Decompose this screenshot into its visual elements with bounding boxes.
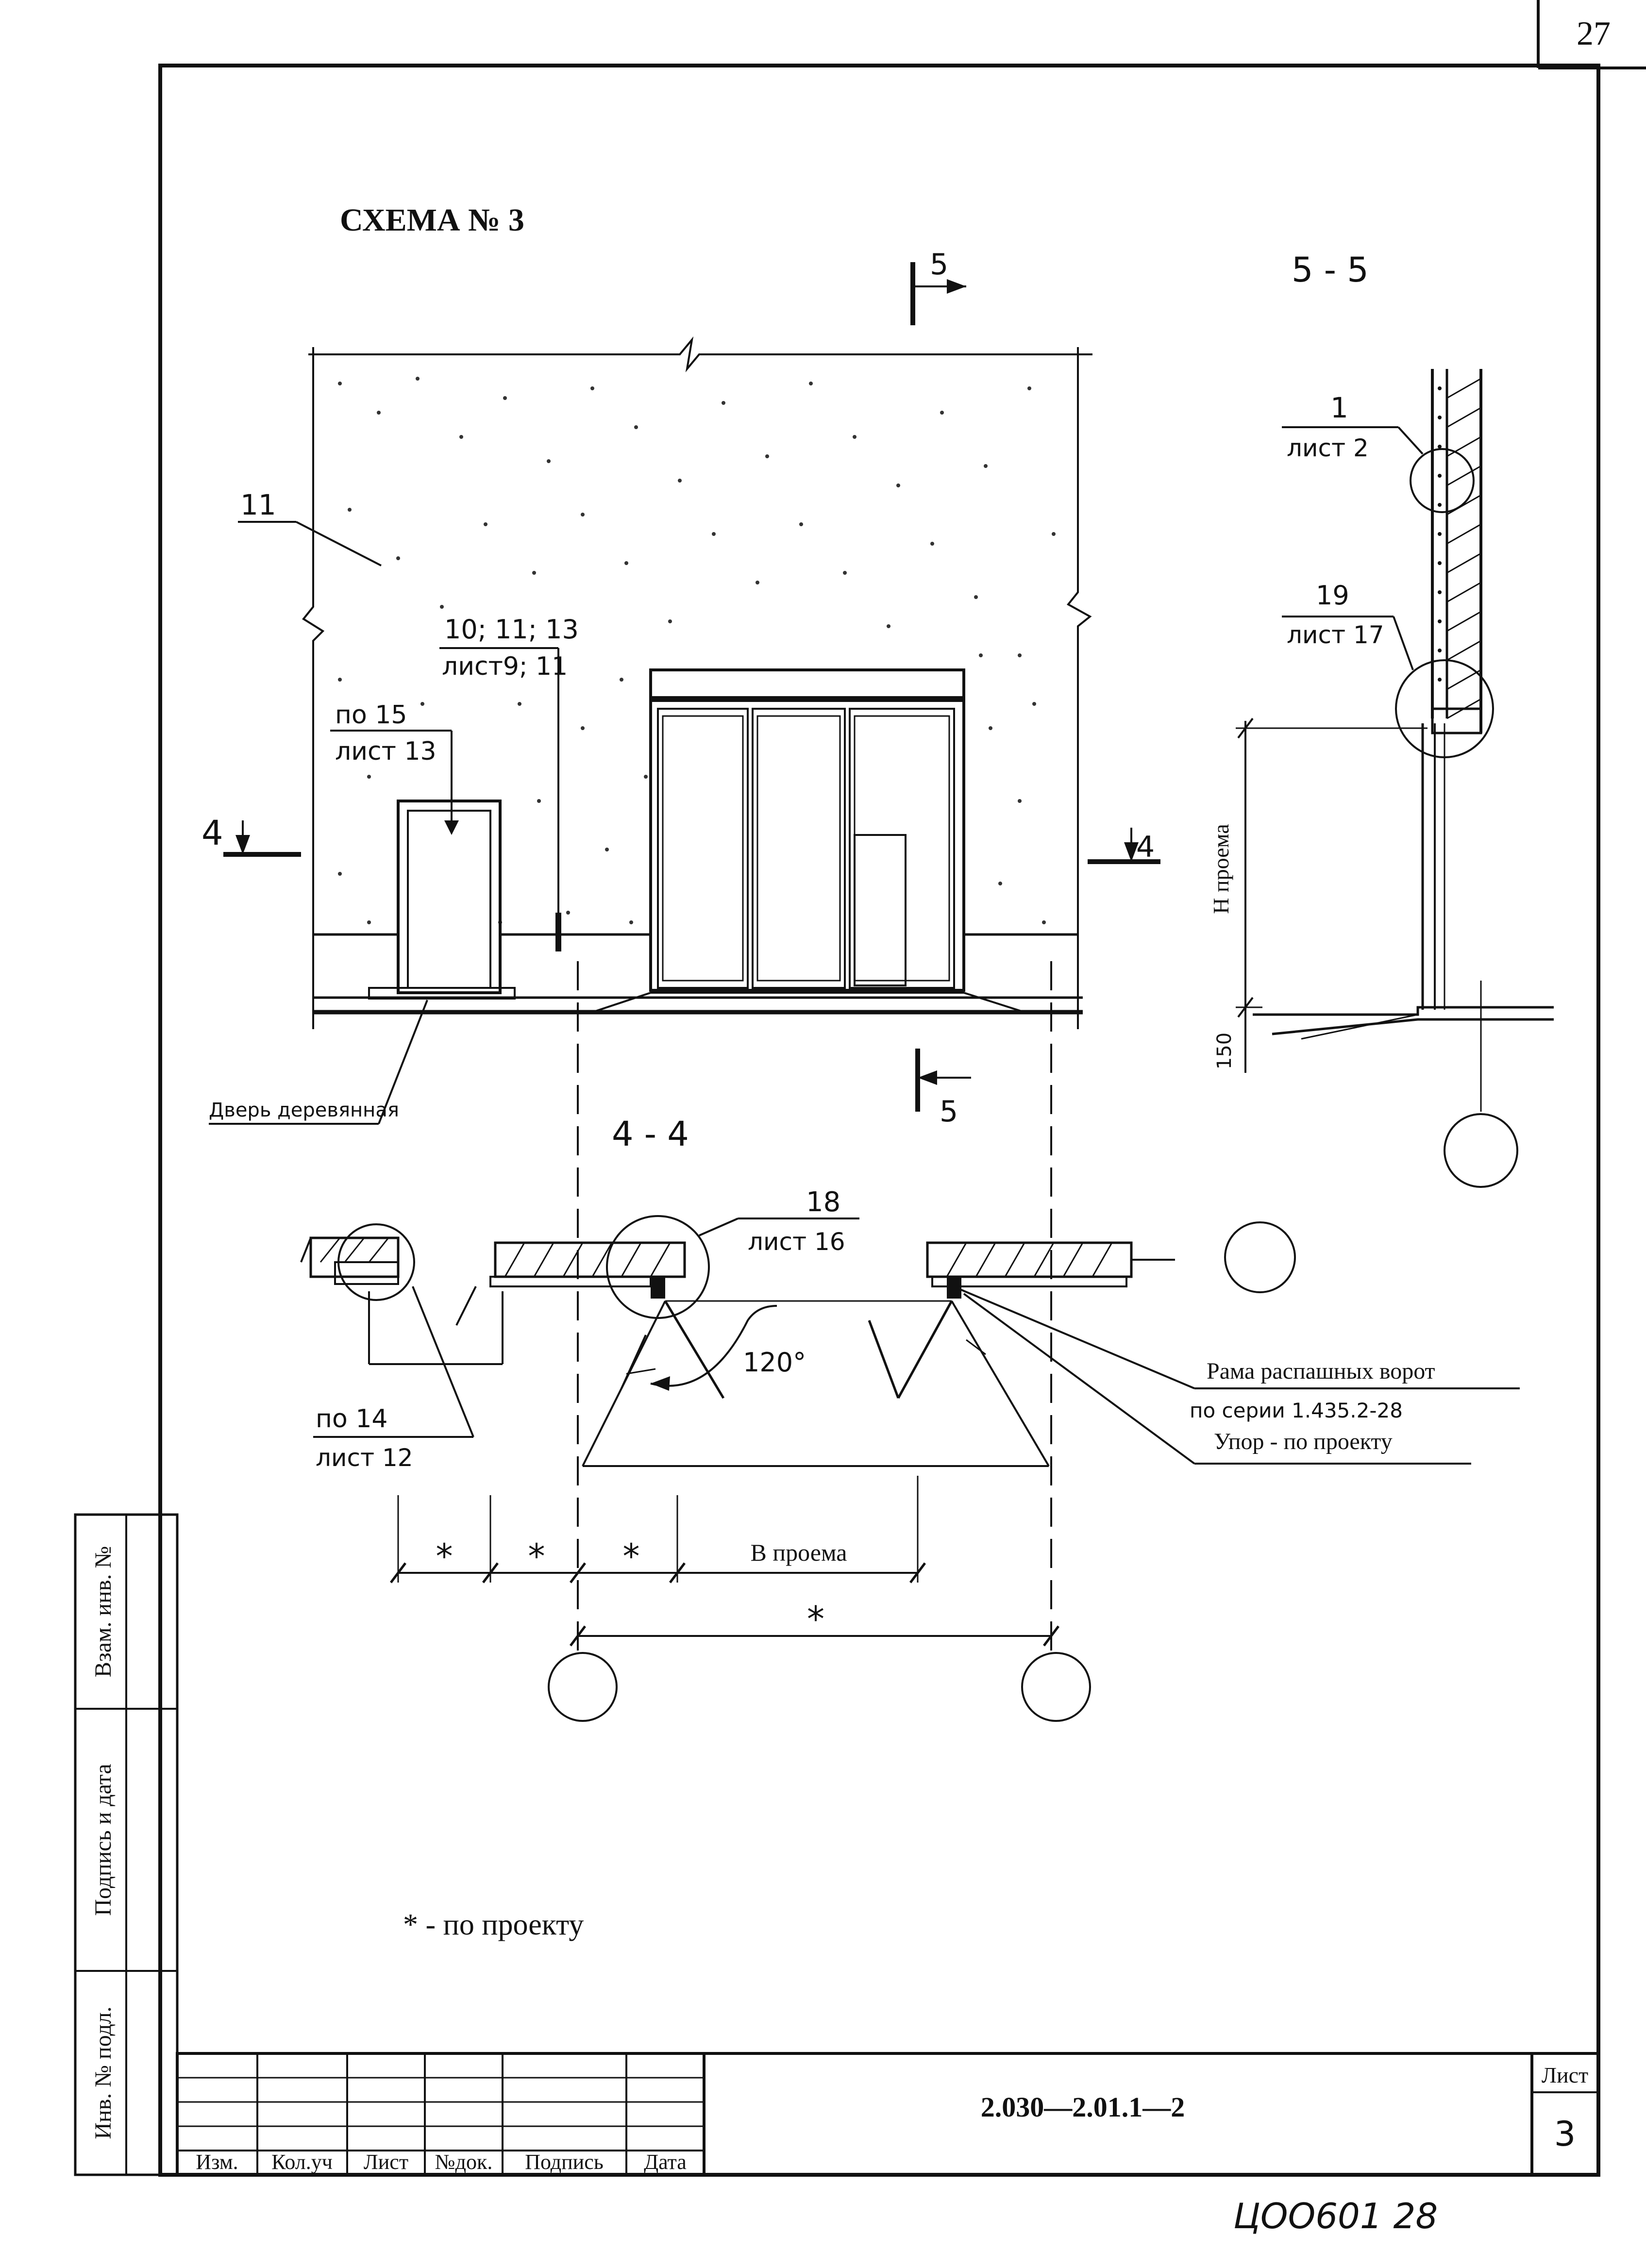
callout-1: 1 xyxy=(1330,391,1348,424)
axis-bubble-5-5 xyxy=(1444,1113,1518,1188)
section-4-4: 4 - 4 xyxy=(300,1114,1520,1722)
footnote: * - по проекту xyxy=(403,1908,584,1941)
callout-list-12: лист 12 xyxy=(316,1444,413,1472)
side-stamp: Взам. инв. № Подпись и дата Инв. № подл. xyxy=(74,1513,179,2176)
axis-bubble-right xyxy=(1224,1221,1296,1293)
callout-po-14: по 14 xyxy=(316,1404,388,1434)
facade-elevation: 5 5 4 4 11 10; 11; 13 лист9; 11 по 15 ли… xyxy=(202,248,1160,1651)
dim-150: 150 xyxy=(1213,1033,1236,1069)
sheet-number: 3 xyxy=(1554,2114,1576,2154)
door-label: Дверь деревянная xyxy=(209,1099,399,1121)
scheme-title: СХЕМА № 3 xyxy=(340,202,524,238)
axis-bubble-right-bottom xyxy=(1021,1652,1091,1722)
page-number: 27 xyxy=(1577,15,1611,52)
col-data: Дата xyxy=(644,2150,687,2174)
frame-label-line1: Рама распашных ворот xyxy=(1207,1358,1435,1384)
dim-star-overall: * xyxy=(807,1599,824,1639)
col-ndok: №док. xyxy=(435,2150,493,2174)
b-opening-label: В проема xyxy=(751,1539,847,1566)
detail-circle-18 xyxy=(606,1215,710,1319)
axis-bubble-left xyxy=(548,1652,618,1722)
stamp-inv: Инв. № подл. xyxy=(90,2006,116,2139)
section-5-5: 5 - 5 xyxy=(1209,250,1554,1188)
section-4-4-title: 4 - 4 xyxy=(612,1114,689,1154)
col-kol-uch: Кол.уч xyxy=(271,2150,333,2174)
angle-label: 120° xyxy=(743,1347,806,1378)
h-opening-label: Н проема xyxy=(1209,824,1233,914)
title-block: Изм. Кол.уч Лист №док. Подпись Дата 2.03… xyxy=(176,2052,1600,2176)
detail-circle-left xyxy=(337,1223,415,1301)
detail-circle-1 xyxy=(1410,448,1475,513)
frame-label-line2: по серии 1.435.2-28 xyxy=(1190,1399,1403,1422)
callout-list-9-11: лист9; 11 xyxy=(442,652,568,681)
cut-4-left-label: 4 xyxy=(202,813,223,853)
document-code: 2.030—2.01.1—2 xyxy=(981,2091,1185,2123)
dim-star-3: * xyxy=(623,1536,640,1576)
dim-star-1: * xyxy=(436,1536,453,1576)
callout-list-13: лист 13 xyxy=(335,737,437,766)
wooden-door xyxy=(397,800,502,994)
callout-list-16: лист 16 xyxy=(748,1228,845,1256)
dim-star-2: * xyxy=(528,1536,545,1576)
archive-number: ЦОО601 28 xyxy=(1233,2196,1438,2236)
page-number-box: 27 xyxy=(1537,0,1646,69)
stamp-podpis: Подпись и дата xyxy=(90,1764,116,1916)
callout-18: 18 xyxy=(806,1186,840,1218)
sheet-label: Лист xyxy=(1542,2063,1588,2087)
plaster-texture xyxy=(338,377,1056,924)
stamp-vzam: Взам. инв. № xyxy=(90,1546,116,1678)
callout-po-15: по 15 xyxy=(335,700,407,730)
cut-5-top-label: 5 xyxy=(930,248,948,282)
col-podpis: Подпись xyxy=(525,2150,604,2174)
callout-list-17: лист 17 xyxy=(1287,621,1384,649)
stop-label: Упор - по проекту xyxy=(1214,1429,1393,1454)
callout-19: 19 xyxy=(1316,580,1349,611)
callout-list-2: лист 2 xyxy=(1287,434,1369,462)
gate-frame xyxy=(649,668,965,992)
section-5-5-title: 5 - 5 xyxy=(1292,250,1369,290)
cut-5-bottom-label: 5 xyxy=(940,1095,958,1129)
detail-circle-19 xyxy=(1395,659,1494,758)
cut-4-right-label: 4 xyxy=(1136,830,1155,864)
callout-10-11-13: 10; 11; 13 xyxy=(444,614,579,645)
col-list: Лист xyxy=(364,2150,408,2174)
callout-11: 11 xyxy=(240,488,276,521)
col-izm: Изм. xyxy=(196,2150,238,2174)
